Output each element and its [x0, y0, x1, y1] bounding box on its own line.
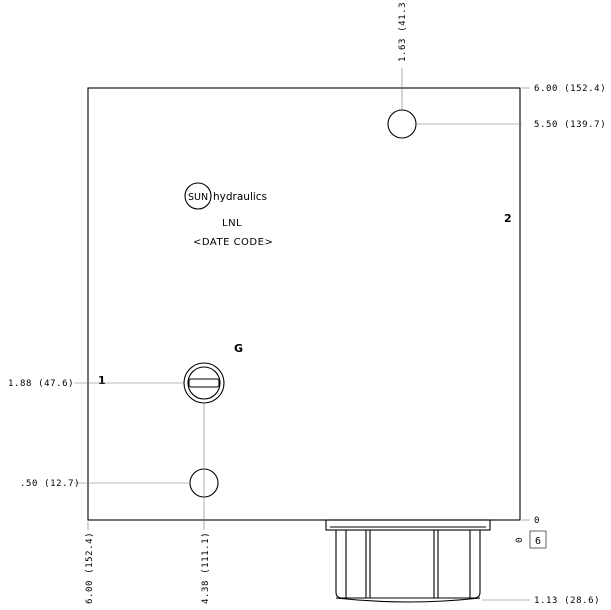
dim-right-zero: 0 — [534, 516, 540, 526]
dim-bottom-port-x: 4.38 (111.1) — [201, 532, 211, 604]
dim-cartridge-depth: 1.13 (28.6) — [534, 596, 600, 606]
dim-left-hole-y: .50 (12.7) — [20, 479, 80, 489]
dim-right-hole-y: 5.50 (139.7) — [534, 120, 606, 130]
dim-bottom-left-x: 6.00 (152.4) — [85, 532, 95, 604]
port-1-outer-circle — [183, 362, 225, 404]
sun-logo-text: SUN — [188, 192, 208, 203]
port-g-label: G — [234, 342, 243, 355]
port-2-label: 2 — [504, 212, 512, 225]
date-code-label: <DATE CODE> — [193, 237, 273, 248]
dim-left-port-y: 1.88 (47.6) — [8, 379, 74, 389]
sun-logo-circle — [184, 182, 212, 210]
view-number-label: 6 — [535, 536, 542, 547]
dim-top-hole-x: 1.63 (41.3) — [398, 0, 408, 62]
mounting-hole-top — [387, 109, 417, 139]
port-1-slot — [188, 378, 220, 388]
cartridge-body — [325, 519, 491, 603]
port-1-label: 1 — [98, 374, 106, 387]
brand-name: hydraulics — [213, 191, 267, 203]
dim-bottom-zero: 0 — [515, 537, 525, 543]
manifold-block — [87, 87, 521, 521]
view-number-box — [529, 530, 547, 549]
model-label: LNL — [222, 218, 242, 229]
port-1-inner-circle — [187, 366, 221, 400]
dim-right-top: 6.00 (152.4) — [534, 84, 606, 94]
